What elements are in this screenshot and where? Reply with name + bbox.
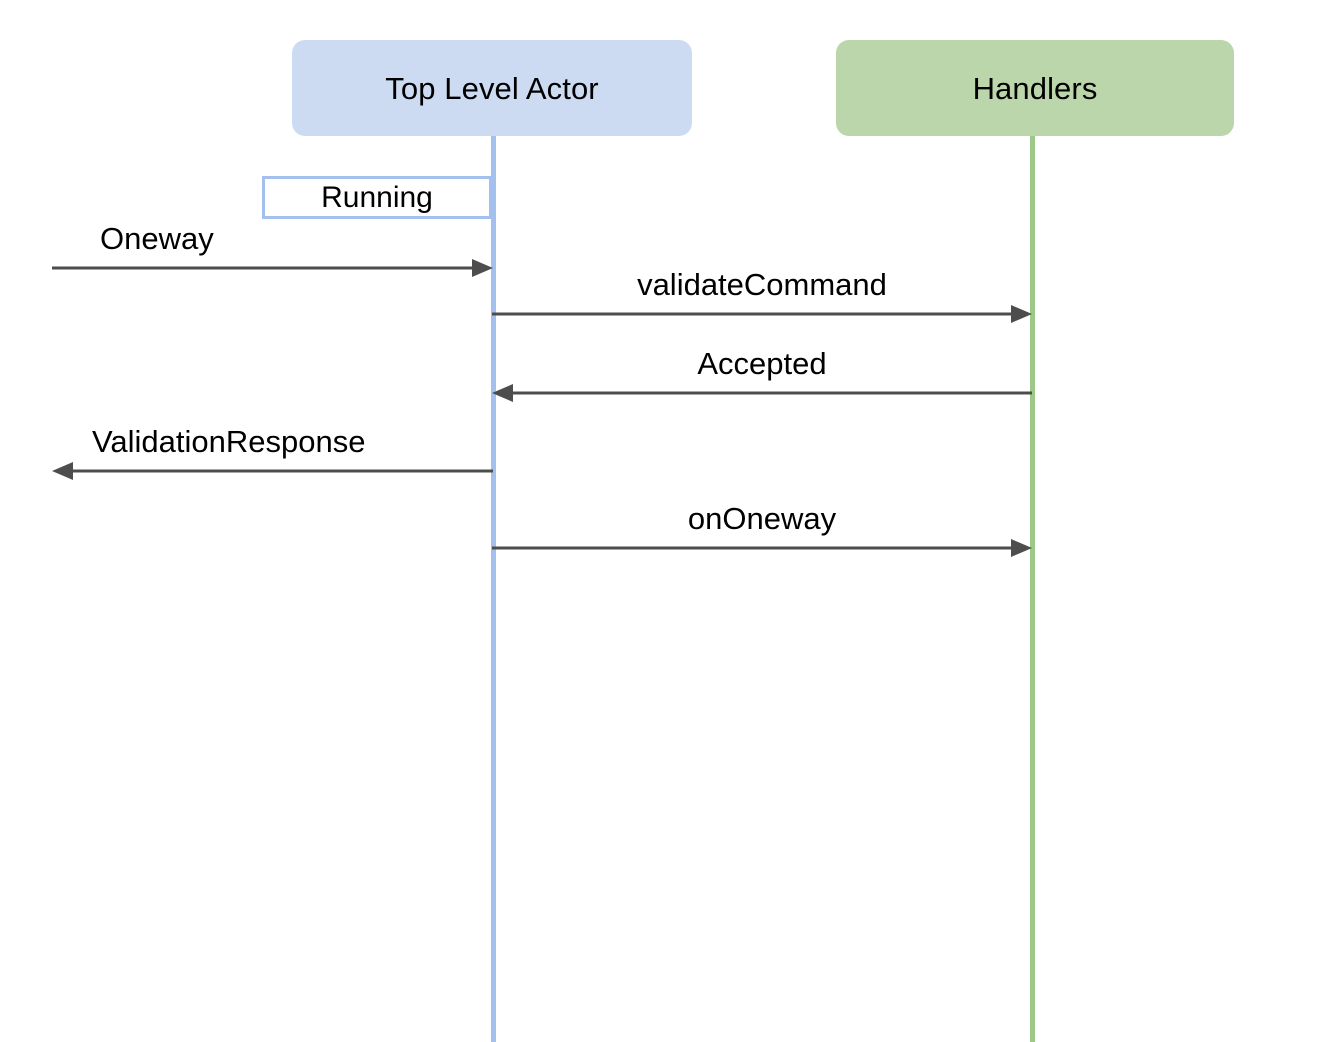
message-label-validation-response: ValidationResponse xyxy=(92,424,366,459)
state-box-running[interactable]: Running xyxy=(262,176,492,219)
message-arrow-on-oneway xyxy=(492,539,1032,557)
message-validation-response[interactable]: ValidationResponse xyxy=(52,424,493,480)
message-on-oneway[interactable]: onOneway xyxy=(492,501,1032,557)
lifeline-top-level-actor xyxy=(491,136,496,1042)
message-validate-command[interactable]: validateCommand xyxy=(492,267,1032,323)
message-arrow-accepted xyxy=(492,384,1032,402)
message-arrow-oneway xyxy=(52,259,493,277)
message-label-accepted: Accepted xyxy=(697,346,827,381)
message-oneway[interactable]: Oneway xyxy=(52,221,493,277)
participant-box-handlers[interactable]: Handlers xyxy=(836,40,1234,136)
message-arrow-validate-command xyxy=(492,305,1032,323)
participant-box-top-level-actor[interactable]: Top Level Actor xyxy=(292,40,692,136)
message-label-on-oneway: onOneway xyxy=(687,501,837,536)
lifeline-handlers xyxy=(1030,136,1035,1042)
message-label-validate-command: validateCommand xyxy=(637,267,887,302)
message-label-oneway: Oneway xyxy=(100,221,214,256)
message-accepted[interactable]: Accepted xyxy=(492,346,1032,402)
state-box-label-running: Running xyxy=(321,180,433,214)
message-arrow-validation-response xyxy=(52,462,493,480)
participant-label-top-level-actor: Top Level Actor xyxy=(385,70,599,106)
participant-label-handlers: Handlers xyxy=(972,70,1098,106)
